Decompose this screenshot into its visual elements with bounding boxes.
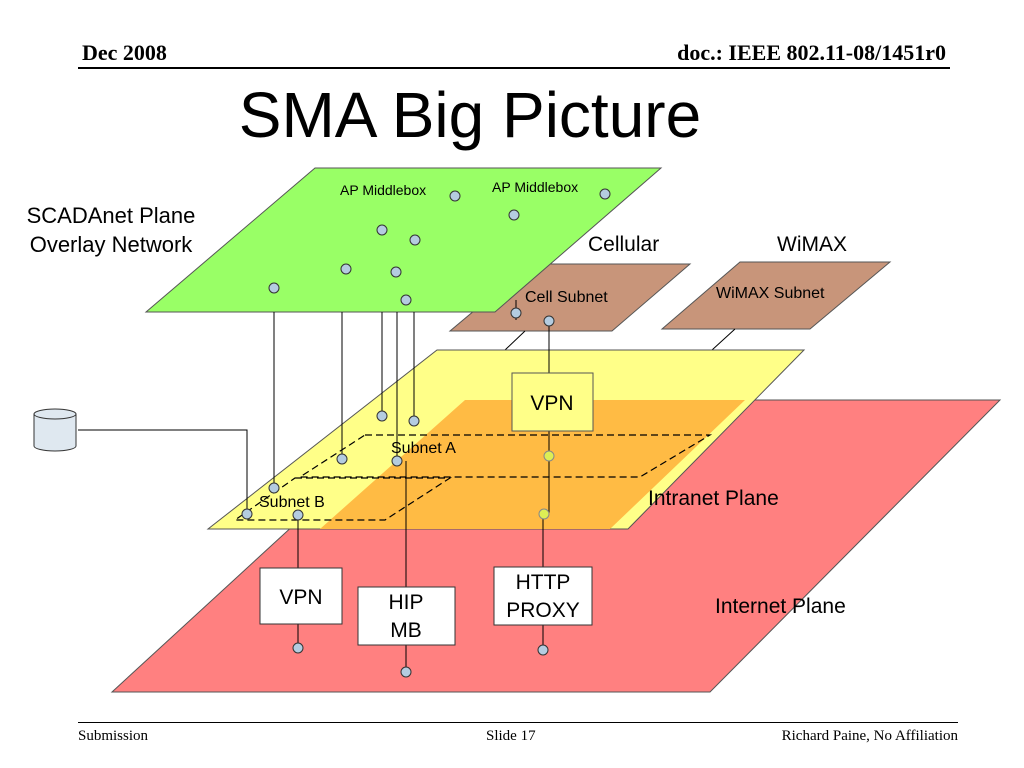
node	[537, 644, 549, 656]
vpn-top-box	[511, 372, 594, 432]
database-icon	[33, 408, 77, 452]
header-date: Dec 2008	[82, 40, 167, 65]
cellular-label: Cellular	[588, 233, 659, 256]
node	[400, 666, 412, 678]
node	[391, 455, 403, 467]
intranet-plane-label: Intranet Plane	[648, 487, 779, 510]
wimax-label: WiMAX	[777, 233, 847, 256]
internet-plane-label: Internet Plane	[715, 595, 846, 618]
cell-subnet-label: Cell Subnet	[525, 289, 608, 306]
header-doc-id: doc.: IEEE 802.11-08/1451r0	[677, 40, 946, 65]
node	[543, 315, 555, 327]
wimax-link-line	[711, 328, 736, 351]
node	[268, 482, 280, 494]
overlay-label-line2: Overlay Network	[30, 232, 194, 257]
node	[241, 508, 253, 520]
nodes	[241, 188, 611, 678]
hip-mb-box	[357, 586, 456, 646]
cell-link-line	[504, 330, 526, 351]
footer-slide-number: Slide 17	[486, 728, 536, 744]
node-yellow	[538, 508, 550, 520]
http-label-line2: PROXY	[506, 599, 580, 622]
node	[508, 209, 520, 221]
wimax-subnet-plane	[660, 261, 892, 330]
subnet-a-outline	[297, 434, 713, 478]
node	[340, 263, 352, 275]
header-rule	[78, 67, 950, 69]
node	[409, 234, 421, 246]
overlay-plane	[144, 167, 663, 313]
http-proxy-box	[493, 566, 593, 626]
node	[510, 307, 522, 319]
node	[390, 266, 402, 278]
node-yellow	[543, 450, 555, 462]
vpn-bottom-label: VPN	[279, 586, 322, 609]
node	[449, 190, 461, 202]
orange-plane	[320, 400, 745, 529]
node	[376, 224, 388, 236]
node	[400, 294, 412, 306]
http-label-line1: HTTP	[516, 571, 571, 594]
node	[408, 415, 420, 427]
footer-author: Richard Paine, No Affiliation	[781, 728, 958, 744]
node	[336, 453, 348, 465]
vpn-bottom-box	[259, 567, 343, 625]
ap-middlebox-label: AP Middlebox	[492, 179, 578, 195]
footer-submission: Submission	[78, 728, 149, 744]
hip-label-line2: MB	[390, 619, 422, 642]
footer-rule	[78, 722, 958, 723]
vpn-top-label: VPN	[530, 392, 573, 415]
subnet-b-outline	[233, 477, 453, 521]
node	[376, 410, 388, 422]
ap-middlebox-label: AP Middlebox	[340, 182, 426, 198]
node	[268, 282, 280, 294]
node	[292, 509, 304, 521]
node	[292, 642, 304, 654]
database-link-line	[78, 429, 248, 514]
node	[599, 188, 611, 200]
hip-label-line1: HIP	[388, 591, 423, 614]
overlay-label-line1: SCADAnet Plane	[27, 203, 196, 228]
subnet-a-label: Subnet A	[391, 440, 456, 457]
slide-title: SMA Big Picture	[238, 79, 702, 151]
wimax-subnet-label: WiMAX Subnet	[716, 285, 825, 302]
subnet-b-label: Subnet B	[259, 494, 325, 511]
